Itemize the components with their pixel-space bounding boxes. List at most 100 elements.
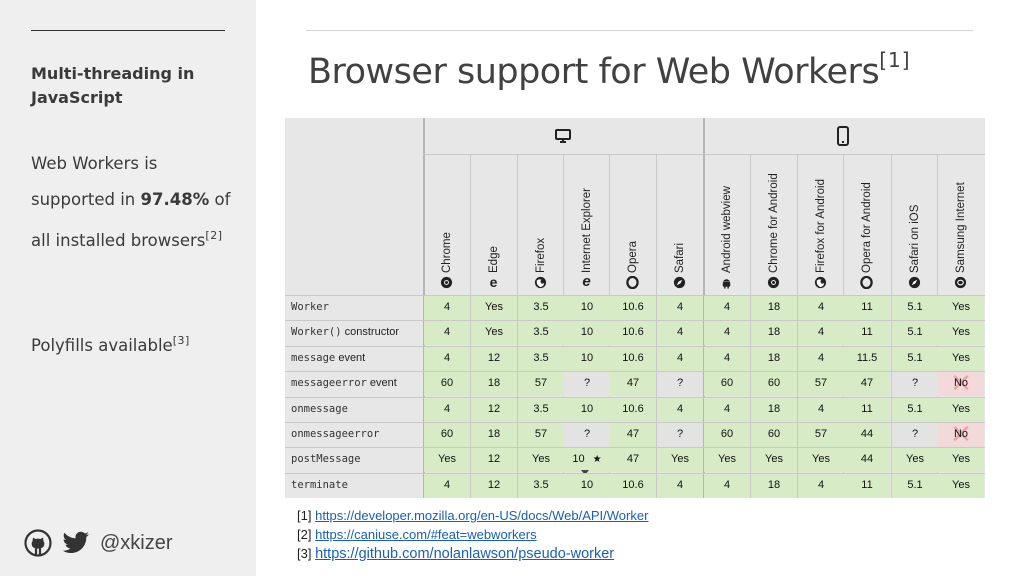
twitter-icon[interactable] <box>62 531 90 555</box>
support-cell[interactable]: 47 <box>844 371 890 397</box>
support-cell[interactable]: 57 <box>798 371 844 397</box>
support-cell[interactable]: 4 <box>657 320 703 346</box>
support-cell[interactable]: 3.5 <box>518 295 564 320</box>
support-cell[interactable]: 10.6 <box>610 295 656 320</box>
support-cell[interactable]: 4 <box>704 295 750 320</box>
support-cell[interactable]: 4 <box>657 345 703 371</box>
support-cell[interactable]: Yes <box>704 447 750 473</box>
support-cell[interactable]: 60 <box>751 371 797 397</box>
support-cell[interactable]: 18 <box>471 422 517 447</box>
support-cell[interactable]: 47 <box>610 447 656 473</box>
support-cell[interactable]: ? <box>657 371 703 397</box>
support-cell[interactable]: 57 <box>518 371 564 397</box>
support-cell[interactable]: 12 <box>471 472 517 498</box>
support-cell[interactable]: 4 <box>657 396 703 422</box>
support-cell[interactable]: 60 <box>424 371 470 397</box>
support-cell[interactable]: 11 <box>844 320 890 346</box>
support-cell[interactable]: 60 <box>424 422 470 447</box>
support-cell[interactable]: 3.5 <box>518 320 564 346</box>
support-cell[interactable]: 12 <box>471 396 517 422</box>
support-cell[interactable]: Yes <box>751 447 797 473</box>
support-cell[interactable]: 4 <box>424 472 470 498</box>
support-cell[interactable]: 4 <box>657 295 703 320</box>
github-icon[interactable] <box>24 529 52 557</box>
support-cell[interactable]: 4 <box>798 345 844 371</box>
support-cell[interactable]: ? <box>657 422 703 447</box>
title-ref[interactable]: [1] <box>879 48 911 72</box>
support-cell[interactable]: 10★ <box>564 447 610 476</box>
support-cell[interactable]: 57 <box>798 422 844 447</box>
social-handle[interactable]: @xkizer <box>100 531 173 554</box>
support-cell[interactable]: 5.1 <box>892 295 938 320</box>
support-cell[interactable]: Yes <box>798 447 844 473</box>
support-cell[interactable]: Yes <box>938 472 984 498</box>
support-cell[interactable]: 4 <box>657 472 703 498</box>
support-cell[interactable]: 11 <box>844 396 890 422</box>
support-cell[interactable]: 11.5 <box>844 345 890 371</box>
support-cell[interactable]: Yes <box>657 447 703 473</box>
support-cell[interactable]: ? <box>892 422 938 447</box>
support-cell[interactable]: 47 <box>610 371 656 397</box>
support-cell[interactable]: 4 <box>798 295 844 320</box>
support-cell[interactable]: 60 <box>704 371 750 397</box>
support-cell[interactable]: 10 <box>564 472 610 498</box>
support-cell[interactable]: 44 <box>844 422 890 447</box>
support-cell[interactable]: 5.1 <box>892 320 938 346</box>
support-cell[interactable]: 57 <box>518 422 564 447</box>
support-cell[interactable]: 10 <box>564 345 610 371</box>
support-cell[interactable]: 18 <box>751 396 797 422</box>
support-cell[interactable]: 10 <box>564 295 610 320</box>
support-ref[interactable]: [2] <box>205 229 223 242</box>
support-cell[interactable]: 3.5 <box>518 472 564 498</box>
support-cell[interactable]: Yes <box>938 396 984 422</box>
support-cell[interactable]: Yes <box>938 320 984 346</box>
support-cell[interactable]: 18 <box>751 472 797 498</box>
support-cell[interactable]: 44 <box>844 447 890 473</box>
support-cell[interactable]: 4 <box>704 345 750 371</box>
support-cell[interactable]: 4 <box>424 345 470 371</box>
support-cell[interactable]: 4 <box>798 472 844 498</box>
support-cell[interactable]: ✕No <box>938 421 984 447</box>
support-cell[interactable]: ? <box>564 422 610 447</box>
support-cell[interactable]: 18 <box>751 345 797 371</box>
support-cell[interactable]: 18 <box>471 371 517 397</box>
support-cell[interactable]: 11 <box>844 295 890 320</box>
support-cell[interactable]: 10.6 <box>610 472 656 498</box>
support-cell[interactable]: 11 <box>844 472 890 498</box>
support-cell[interactable]: 10.6 <box>610 320 656 346</box>
support-cell[interactable]: Yes <box>938 295 984 320</box>
support-cell[interactable]: 4 <box>424 295 470 320</box>
support-cell[interactable]: 10.6 <box>610 345 656 371</box>
support-cell[interactable]: 3.5 <box>518 345 564 371</box>
support-cell[interactable]: Yes <box>892 447 938 473</box>
support-cell[interactable]: 18 <box>751 320 797 346</box>
reference-link[interactable]: https://github.com/nolanlawson/pseudo-wo… <box>315 546 615 562</box>
support-cell[interactable]: 5.1 <box>892 472 938 498</box>
support-cell[interactable]: 10 <box>564 320 610 346</box>
support-cell[interactable]: 4 <box>798 396 844 422</box>
support-cell[interactable]: Yes <box>938 447 984 473</box>
support-cell[interactable]: 4 <box>424 396 470 422</box>
reference-link[interactable]: https://developer.mozilla.org/en-US/docs… <box>315 508 649 523</box>
support-cell[interactable]: 10 <box>564 396 610 422</box>
support-cell[interactable]: 5.1 <box>892 345 938 371</box>
support-cell[interactable]: Yes <box>471 295 517 320</box>
support-cell[interactable]: 60 <box>704 422 750 447</box>
support-cell[interactable]: Yes <box>424 447 470 473</box>
support-cell[interactable]: 4 <box>704 320 750 346</box>
reference-link[interactable]: https://caniuse.com/#feat=webworkers <box>315 527 537 542</box>
support-cell[interactable]: ? <box>564 371 610 397</box>
support-cell[interactable]: 3.5 <box>518 396 564 422</box>
support-cell[interactable]: 47 <box>610 422 656 447</box>
support-cell[interactable]: 4 <box>424 320 470 346</box>
support-cell[interactable]: 4 <box>704 396 750 422</box>
support-cell[interactable]: ? <box>892 371 938 397</box>
support-cell[interactable]: ✕No <box>938 370 984 397</box>
support-cell[interactable]: 4 <box>798 320 844 346</box>
support-cell[interactable]: 4 <box>704 472 750 498</box>
support-cell[interactable]: 60 <box>751 422 797 447</box>
support-cell[interactable]: Yes <box>518 447 564 473</box>
polyfill-ref[interactable]: [3] <box>172 334 190 347</box>
support-cell[interactable]: 18 <box>751 295 797 320</box>
support-cell[interactable]: 12 <box>471 345 517 371</box>
